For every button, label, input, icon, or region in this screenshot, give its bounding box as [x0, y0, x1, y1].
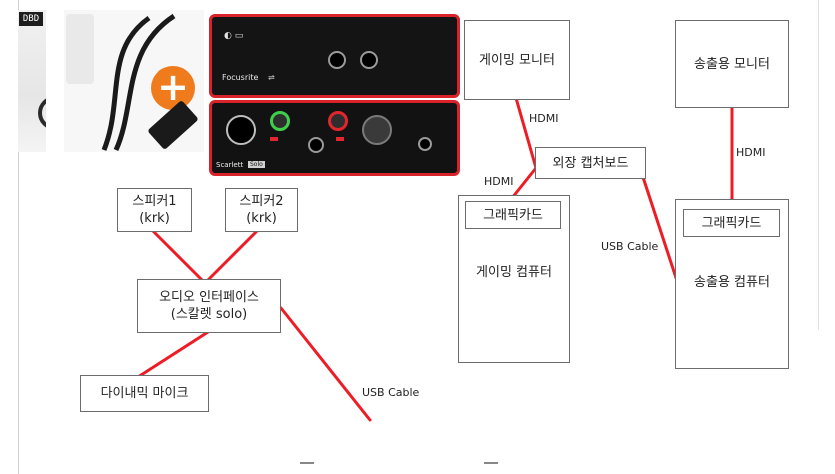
dynamic-mic-box: 다이내믹 마이크	[80, 375, 209, 412]
power-icon: ◐ ▭	[224, 31, 244, 41]
page-right-border	[818, 0, 819, 330]
wire-interface-usb	[279, 306, 372, 422]
gaming-gpu-box: 그래픽카드	[465, 201, 561, 229]
speaker2-box: 스피커2 (krk)	[225, 188, 298, 232]
usb-port-icon: ⇌	[268, 73, 275, 82]
plus-icon: +	[151, 66, 195, 110]
gain-knob-2	[328, 111, 348, 131]
indicator-led	[270, 137, 278, 141]
monitor-knob	[362, 115, 392, 145]
hdmi-label: HDMI	[529, 112, 559, 125]
audio-interface-back-photo: ◐ ▭ Focusrite ⇌	[209, 14, 460, 98]
gaming-pc-title: 게이밍 컴퓨터	[476, 265, 552, 280]
xlr-input-port	[226, 115, 256, 145]
usb-cable-label: USB Cable	[601, 240, 659, 253]
front-model-badge: Solo	[248, 161, 265, 168]
page-left-border	[18, 0, 19, 474]
line-output-right-port	[360, 51, 378, 69]
speaker1-box: 스피커1 (krk)	[117, 188, 192, 232]
bottom-mark	[484, 462, 498, 468]
gaming-monitor-box: 게이밍 모니터	[464, 20, 570, 100]
wire-gaming-monitor-capture	[514, 96, 538, 170]
headphone-port	[418, 137, 432, 151]
wire-capture-stream-pc	[638, 166, 682, 292]
wire-mic-interface	[136, 330, 210, 379]
usb-cable-label: USB Cable	[362, 386, 420, 399]
instrument-input-port	[308, 137, 324, 153]
back-brand-text: Focusrite	[222, 73, 259, 82]
gain-knob-1	[270, 111, 290, 131]
stream-gpu-box: 그래픽카드	[683, 209, 780, 237]
stream-pc-title: 송출용 컴퓨터	[694, 275, 770, 290]
capture-board-box: 외장 캡처보드	[535, 147, 646, 179]
badge-label: DBD	[19, 12, 43, 26]
monitor-stand-photo	[66, 14, 94, 84]
bottom-mark	[300, 462, 314, 468]
front-model-text: Scarlett	[216, 161, 244, 169]
stream-monitor-box: 송출용 모니터	[675, 20, 789, 108]
audio-interface-front-photo: Scarlett Solo	[209, 100, 460, 176]
product-photo-cable	[18, 10, 46, 152]
page-bottom-marks	[0, 462, 835, 474]
line-output-left-port	[328, 51, 346, 69]
indicator-led	[336, 137, 344, 141]
wire-speaker2-interface	[203, 226, 262, 285]
hdmi-label: HDMI	[484, 175, 514, 188]
hdmi-label: HDMI	[736, 146, 766, 159]
audio-interface-box: 오디오 인터페이스 (스칼렛 solo)	[137, 279, 281, 333]
wire-speaker1-interface	[148, 226, 207, 285]
